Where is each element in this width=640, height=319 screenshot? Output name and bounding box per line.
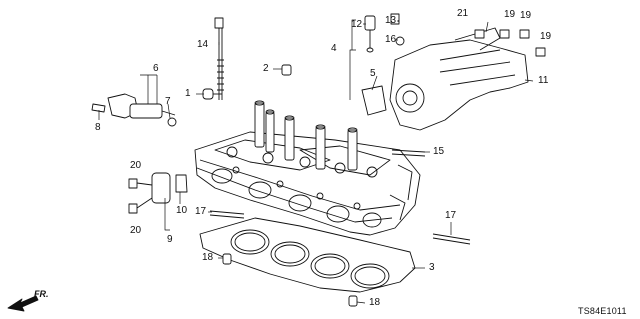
callout-11: 11 (538, 75, 549, 86)
stud-bolt-14-drawing (214, 17, 224, 100)
stud-15-drawing (391, 149, 426, 157)
callout-20-bottom: 20 (130, 225, 142, 236)
part-12-switch-drawing (364, 15, 376, 53)
callout-18-left: 18 (202, 252, 214, 263)
callout-14: 14 (197, 39, 209, 50)
callout-1: 1 (185, 88, 191, 99)
callout-20-top: 20 (130, 160, 142, 171)
stud-17-drawing (209, 210, 471, 245)
part-2-drawing (281, 64, 292, 76)
leader-lines (98, 19, 534, 304)
callout-3: 3 (429, 262, 435, 273)
callout-19-a: 19 (504, 9, 516, 20)
bolts-19-drawing (474, 29, 546, 57)
callout-4: 4 (331, 43, 337, 54)
callout-6: 6 (153, 63, 159, 74)
callout-12: 12 (351, 19, 363, 30)
callout-5: 5 (370, 68, 376, 79)
diagram-code: TS84E1011 (578, 306, 627, 316)
callout-15: 15 (433, 146, 445, 157)
front-direction-arrow (7, 295, 39, 312)
dowel-18-drawing (222, 253, 358, 307)
callout-17-left: 17 (195, 206, 207, 217)
oil-control-assembly-drawing (361, 27, 529, 131)
callout-19-c: 19 (540, 31, 552, 42)
callout-10: 10 (176, 205, 188, 216)
valve-guides-drawing (254, 100, 358, 171)
cylinder-head-drawing (194, 131, 421, 236)
sensor-drawing (128, 172, 188, 214)
callout-2: 2 (263, 63, 269, 74)
spool-valve-drawing (91, 93, 177, 127)
callout-9: 9 (167, 234, 173, 245)
callout-8: 8 (95, 122, 101, 133)
callout-19-b: 19 (520, 10, 532, 21)
callout-7: 7 (165, 96, 171, 107)
callout-17-right: 17 (445, 210, 457, 221)
front-label: FR. (34, 289, 49, 299)
part-1-drawing (202, 88, 222, 100)
callout-18-bottom: 18 (369, 297, 381, 308)
callout-21: 21 (457, 8, 469, 19)
part-13-16-small-drawing (390, 13, 405, 46)
callout-13: 13 (385, 15, 397, 26)
callout-16: 16 (385, 34, 397, 45)
